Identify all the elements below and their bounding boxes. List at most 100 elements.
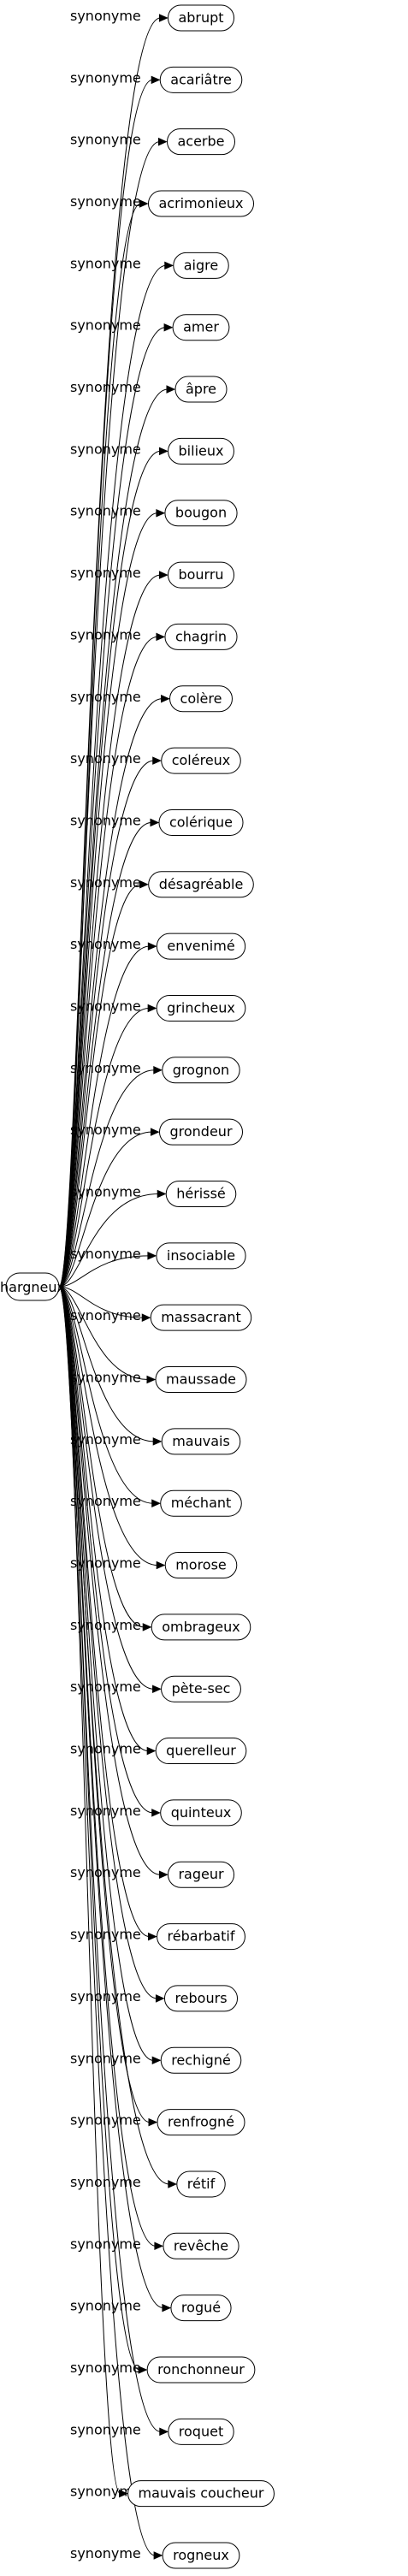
target-node-maussade[interactable]: maussade [155,1366,247,1394]
target-node-colere[interactable]: colère [169,685,233,713]
arrowhead-colere [161,694,170,703]
arrowhead-rebours [155,1994,165,2003]
target-node-label: acariâtre [170,71,232,87]
target-node-label: amer [183,319,219,335]
target-node-label: grondeur [169,1123,232,1140]
target-node-label: rétif [187,2176,216,2192]
target-node-amer[interactable]: amer [172,314,230,341]
edge-label-acrimonieux: synonyme [70,193,141,210]
target-node-insociable[interactable]: insociable [156,1242,246,1270]
target-node-morose[interactable]: morose [164,1552,238,1579]
edge-label-rageur: synonyme [70,1864,141,1880]
target-node-aigre[interactable]: aigre [173,252,229,279]
target-node-label: abrupt [178,9,223,26]
edge-label-acerbe: synonyme [70,132,141,148]
target-node-grincheux[interactable]: grincheux [156,994,246,1022]
edge-label-amer: synonyme [70,317,141,334]
target-node-querelleur[interactable]: querelleur [155,1738,247,1765]
arrowhead-retif [168,2180,178,2188]
edge-rogneux [58,1286,156,2556]
target-node-box [165,1180,237,1207]
arrowhead-bourru [158,571,169,579]
edge-label-reveche: synonyme [70,2235,141,2252]
arrowhead-morose [156,1560,166,1570]
target-node-rogue[interactable]: rogué [170,2295,232,2322]
target-node-acerbe[interactable]: acerbe [166,128,236,156]
arrowhead-aigre [164,261,174,270]
edge-bougon [58,512,157,1288]
target-node-chagrin[interactable]: chagrin [164,623,238,650]
target-node-ombrageux[interactable]: ombrageux [151,1614,251,1641]
target-node-label: quinteux [171,1804,232,1821]
edge-label-rebours: synonyme [70,1988,141,2005]
target-node-envenime[interactable]: envenimé [156,933,246,960]
target-node-abrupt[interactable]: abrupt [167,4,235,32]
arrowhead-rogue [162,2303,172,2312]
target-node-colerique[interactable]: colérique [158,808,244,836]
target-node-box [157,2109,245,2136]
target-node-label: rébarbatif [168,1928,235,1945]
target-node-label: colérique [169,814,233,830]
arrowhead-abrupt [158,14,169,22]
target-node-bilieux[interactable]: bilieux [168,437,234,465]
target-node-label: coléreux [172,752,231,768]
edge-grincheux [58,1007,150,1288]
target-node-acrimonieux[interactable]: acrimonieux [147,190,255,217]
edge-label-abrupt: synonyme [70,8,141,24]
edge-label-maussade: synonyme [70,1370,141,1386]
edge-label-pete-sec: synonyme [70,1679,141,1695]
target-node-box [174,376,228,403]
target-node-box [160,1799,242,1827]
target-node-herisse[interactable]: hérissé [165,1180,237,1207]
target-node-colereux[interactable]: coléreux [161,747,241,774]
target-node-renfrogne[interactable]: renfrogné [157,2109,245,2136]
target-node-reveche[interactable]: revêche [163,2232,239,2259]
target-node-massacrant[interactable]: massacrant [150,1304,252,1331]
edge-morose [58,1286,158,1566]
target-node-box [164,623,238,650]
arrowhead-amer [163,323,174,332]
arrowhead-quinteux [151,1809,161,1817]
edge-quinteux [58,1286,153,1814]
target-node-label: insociable [167,1247,235,1264]
target-node-rageur[interactable]: rageur [167,1861,235,1888]
target-node-grondeur[interactable]: grondeur [158,1118,244,1146]
target-node-bougon[interactable]: bougon [164,500,238,527]
target-node-desagreable[interactable]: désagréable [148,871,254,898]
target-node-mauvais[interactable]: mauvais [161,1428,241,1455]
target-node-rogneux[interactable]: rogneux [162,2542,240,2569]
arrowhead-massacrant [141,1313,151,1322]
target-node-ronchonneur[interactable]: ronchonneur [146,2356,256,2384]
target-node-label: rogneux [173,2547,229,2563]
edge-label-ronchonneur: synonyme [70,2360,141,2376]
target-node-apre[interactable]: âpre [174,376,228,403]
target-node-rebarbatif[interactable]: rébarbatif [157,1923,245,1951]
target-node-label: rebours [174,1990,227,2006]
arrowhead-bilieux [159,447,169,456]
edge-rageur [58,1286,161,1875]
target-node-rechigne[interactable]: rechigné [160,2046,242,2074]
source-node: hargneux [0,1272,65,1301]
target-node-quinteux[interactable]: quinteux [160,1799,242,1827]
target-node-pete-sec[interactable]: pète-sec [161,1675,241,1703]
edge-ombrageux [58,1286,145,1628]
target-node-mechant[interactable]: méchant [160,1489,242,1517]
target-node-mauvais-coucheur[interactable]: mauvais coucheur [127,2480,275,2508]
target-node-rebours[interactable]: rebours [163,1985,239,2012]
target-node-label: revêche [174,2237,228,2253]
target-node-label: colère [180,690,222,707]
target-node-box [162,2542,240,2569]
arrowhead-insociable [147,1252,157,1260]
target-node-label: mauvais [172,1433,230,1449]
target-node-retif[interactable]: rétif [176,2170,226,2198]
target-node-bourru[interactable]: bourru [167,561,235,589]
target-node-grognon[interactable]: grognon [162,1057,240,1084]
target-node-box [160,1489,242,1517]
target-node-box [176,2170,226,2198]
target-node-roquet[interactable]: roquet [168,2418,234,2445]
arrowhead-ronchonneur [138,2366,148,2374]
target-node-acariatre[interactable]: acariâtre [159,66,243,93]
edge-label-renfrogne: synonyme [70,2112,141,2129]
target-node-box [172,314,230,341]
arrowhead-roquet [159,2427,169,2437]
